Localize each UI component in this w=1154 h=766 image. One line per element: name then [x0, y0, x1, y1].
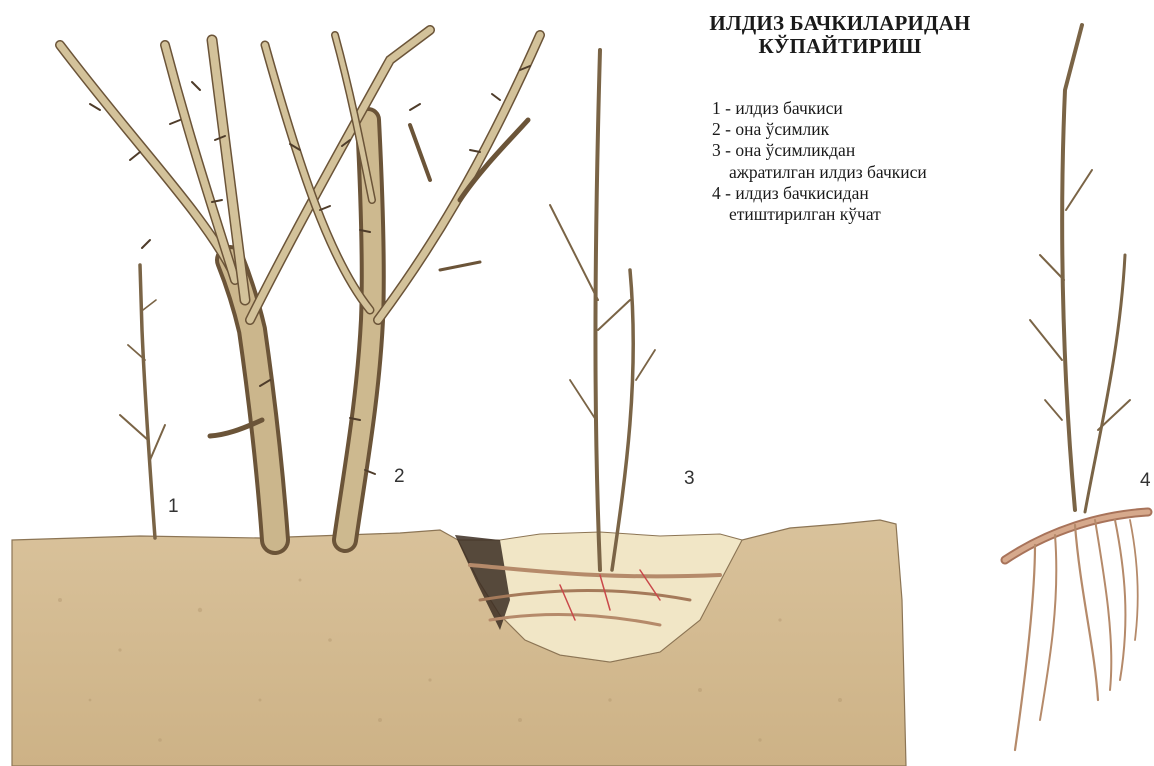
legend-item-4: 4 - илдиз бачкисидан — [712, 183, 1012, 204]
legend-item-3: 3 - она ўсимликдан — [712, 140, 1012, 161]
legend: 1 - илдиз бачкиси 2 - она ўсимлик 3 - он… — [712, 98, 1012, 225]
root-sucker — [120, 265, 165, 538]
label-3: 3 — [684, 468, 695, 490]
label-2: 2 — [394, 466, 405, 488]
label-4: 4 — [1140, 470, 1151, 492]
label-1: 1 — [168, 496, 179, 518]
title-line-2: КЎПАЙТИРИШ — [690, 35, 990, 58]
legend-item-1: 1 - илдиз бачкиси — [712, 98, 1012, 119]
grown-seedling — [1005, 25, 1148, 750]
legend-item-4-continued: етиштирилган кўчат — [712, 204, 1012, 225]
mother-plant — [60, 30, 540, 540]
diagram-title: ИЛДИЗ БАЧКИЛАРИДАН КЎПАЙТИРИШ — [690, 12, 990, 58]
legend-item-2: 2 - она ўсимлик — [712, 119, 1012, 140]
legend-item-3-continued: ажратилган илдиз бачкиси — [712, 162, 1012, 183]
title-line-1: ИЛДИЗ БАЧКИЛАРИДАН — [690, 12, 990, 35]
soil-cross-section — [12, 520, 906, 766]
